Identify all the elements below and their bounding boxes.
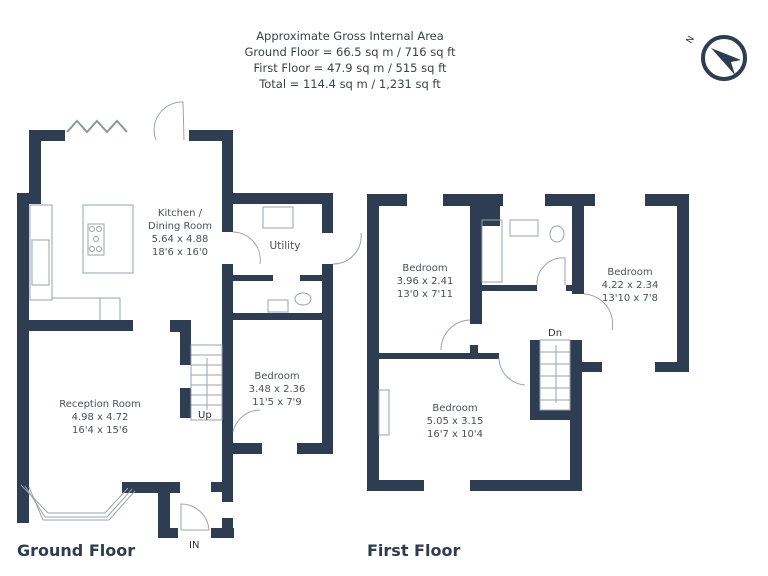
utility-fittings (232, 206, 362, 433)
room-metric: 4.22 x 2.34 (601, 280, 659, 291)
room-metric: 5.64 x 4.88 (151, 234, 209, 245)
room-bedroom-3: Bedroom 5.05 x 3.15 16'7 x 10'4 (415, 402, 495, 441)
room-metric: 5.05 x 3.15 (426, 416, 484, 427)
room-kitchen-dining: Kitchen / Dining Room 5.64 x 4.88 18'6 x… (130, 207, 230, 259)
entrance-door (180, 503, 210, 531)
room-reception: Reception Room 4.98 x 4.72 16'4 x 15'6 (40, 398, 160, 437)
kitchen-fittings (29, 204, 134, 320)
room-metric: 4.98 x 4.72 (71, 412, 129, 423)
room-imperial: 16'4 x 15'6 (72, 425, 128, 436)
room-imperial: 11'5 x 7'9 (252, 397, 302, 408)
area-summary: Approximate Gross Internal Area Ground F… (200, 28, 500, 92)
area-total: Total = 114.4 sq m / 1,231 sq ft (259, 77, 441, 91)
room-bedroom-1: Bedroom 3.96 x 2.41 13'0 x 7'11 (385, 262, 465, 301)
ground-floor-title: Ground Floor (17, 541, 136, 560)
room-name: Bedroom (254, 371, 300, 382)
room-imperial: 16'7 x 10'4 (427, 429, 483, 440)
room-name: Bedroom (402, 263, 448, 274)
room-imperial: 13'10 x 7'8 (602, 293, 658, 304)
room-name: Reception Room (59, 399, 141, 410)
svg-text:N: N (685, 35, 697, 46)
stairs-down-label: Dn (548, 328, 563, 339)
room-name: Bedroom (432, 403, 478, 414)
room-name: Kitchen / (157, 208, 203, 219)
area-title: Approximate Gross Internal Area (256, 29, 444, 43)
entrance-label: IN (189, 540, 200, 551)
room-name: Bedroom (607, 267, 653, 278)
first-floor-walls (367, 194, 689, 491)
room-metric: 3.96 x 2.41 (396, 276, 454, 287)
stairs-up-label: Up (198, 410, 212, 421)
area-ground-floor: Ground Floor = 66.5 sq m / 716 sq ft (244, 45, 456, 59)
room-bedroom-2: Bedroom 4.22 x 2.34 13'10 x 7'8 (590, 266, 670, 305)
ground-stairs (190, 344, 223, 421)
rear-door (153, 101, 185, 141)
bay-window (20, 484, 136, 521)
room-metric: 3.48 x 2.36 (248, 384, 306, 395)
bifold-door (66, 119, 128, 134)
room-imperial: 13'0 x 7'11 (397, 289, 453, 300)
room-name: Utility (269, 240, 301, 252)
room-bedroom-ground: Bedroom 3.48 x 2.36 11'5 x 7'9 (237, 370, 317, 409)
first-floor-title: First Floor (367, 541, 461, 560)
first-floor-fittings (378, 219, 614, 436)
compass-north-icon: N (685, 35, 747, 81)
area-first-floor: First Floor = 47.9 sq m / 515 sq ft (253, 61, 447, 75)
room-utility: Utility (255, 240, 315, 253)
room-imperial: 18'6 x 16'0 (152, 247, 208, 258)
room-name-2: Dining Room (148, 221, 212, 232)
ground-floor-walls (17, 130, 333, 538)
